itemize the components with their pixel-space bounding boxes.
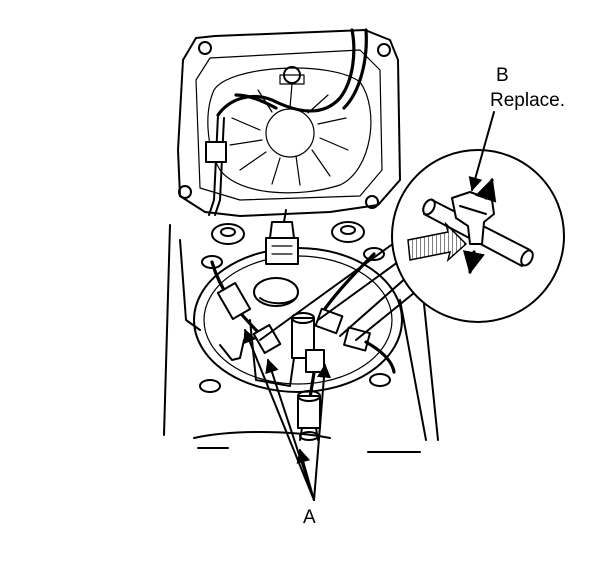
label-replace-note: Replace. [490,90,565,111]
electrical-connector [265,209,299,265]
pointer-lines-a [243,328,331,501]
pump-opening [193,247,403,393]
detail-circle [391,149,565,323]
fuel-lines [210,252,396,441]
hose-set [205,28,368,216]
pointer-line-b [468,111,495,192]
label-a: A [303,507,316,528]
tank-body [163,221,439,453]
label-b: B [496,65,509,86]
